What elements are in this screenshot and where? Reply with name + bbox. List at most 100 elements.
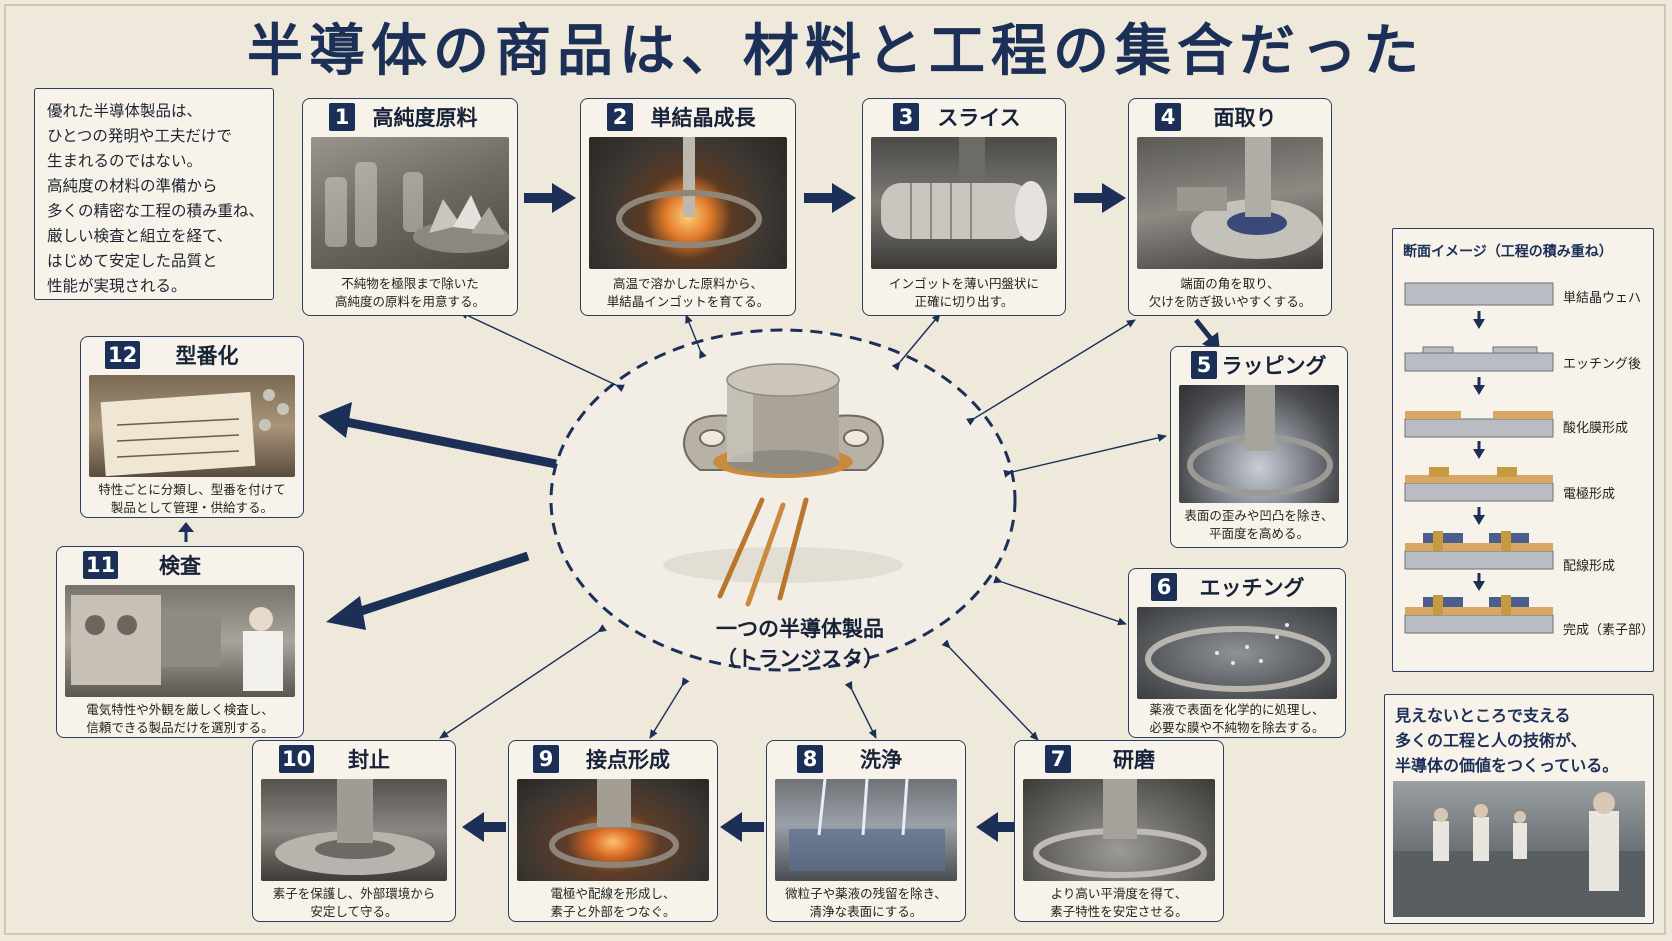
flow-arrow-1-2 [524, 183, 576, 213]
cross-section-diagram [1404, 282, 1554, 634]
step-caption: 素子を保護し、外部環境から 安定して守る。 [257, 885, 451, 921]
intro-line: 生まれるのではない。 [47, 152, 203, 170]
step-title: 検査 [159, 554, 201, 578]
step-title: 高純度原料 [372, 106, 478, 130]
step-number: 9 [533, 745, 559, 773]
step-caption: 特性ごとに分類し、型番を付けて 製品として管理・供給する。 [85, 481, 299, 517]
page-title: 半導体の商品は、材料と工程の集合だった [247, 19, 1425, 84]
flow-arrow-2-3 [804, 183, 856, 213]
caption-line: 薬液で表面を化学的に処理し、 [1149, 702, 1325, 717]
connector-9 [649, 677, 690, 739]
step-number: 7 [1045, 745, 1071, 773]
step-caption: 高温で溶かした原料から、 単結晶インゴットを育てる。 [585, 275, 791, 311]
step-title: 面取り [1213, 106, 1277, 130]
step-card-4: 4 面取り 端面の角を取り、 欠けを防ぎ扱いやすくする。 [1128, 98, 1332, 316]
flow-arrow-9-10 [462, 812, 506, 842]
step-caption: 端面の角を取り、 欠けを防ぎ扱いやすくする。 [1133, 275, 1327, 311]
step-caption: 微粒子や薬液の残留を除き、 清浄な表面にする。 [771, 885, 961, 921]
connector-4 [966, 319, 1136, 426]
intro-line: はじめて安定した品質と [47, 252, 218, 270]
step-caption: 表面の歪みや凹凸を除き、 平面度を高める。 [1175, 507, 1343, 543]
step-card-2: 2 単結晶成長 高温で溶かした原料から、 単結晶インゴットを育てる。 [580, 98, 796, 316]
step-image-inspection [65, 585, 295, 697]
step-image-model-numbering [89, 375, 295, 477]
connector-5 [1003, 433, 1167, 478]
step-number: 12 [105, 341, 141, 369]
center-label-line1: 一つの半導体製品 [716, 617, 884, 641]
cross-section-panel: 断面イメージ（工程の積み重ね） [1392, 228, 1654, 672]
step-caption: より高い平滑度を得て、 素子特性を安定させる。 [1019, 885, 1219, 921]
intro-line: 高純度の材料の準備から [47, 177, 218, 195]
message-line: 半導体の価値をつくっている。 [1395, 756, 1619, 775]
connector-8 [844, 681, 877, 739]
step-image-cleaning [775, 779, 957, 881]
intro-line: ひとつの発明や工夫だけで [47, 127, 232, 145]
step-title: ラッピング [1221, 354, 1327, 378]
step-title: エッチング [1199, 576, 1305, 600]
step-number: 4 [1155, 103, 1181, 131]
step-image-raw-material [311, 137, 509, 269]
step-title: 単結晶成長 [650, 106, 756, 130]
step-number: 6 [1151, 573, 1177, 601]
step-caption: 電極や配線を形成し、 素子と外部をつなぐ。 [513, 885, 713, 921]
thin-connectors [439, 311, 1167, 741]
caption-line: 電極や配線を形成し、 [550, 886, 676, 901]
step-image-polishing [1023, 779, 1215, 881]
step-title: 接点形成 [586, 748, 670, 772]
caption-line: 素子を保護し、外部環境から [272, 886, 436, 901]
step-card-1: 1 高純度原料 不純物を極限まで除いた 高純度の原料を用意する。 [302, 98, 518, 316]
caption-line: 平面度を高める。 [1208, 526, 1309, 541]
factory-photo [1393, 781, 1645, 917]
caption-line: 素子と外部をつなぐ。 [550, 904, 676, 919]
layer-label: 電極形成 [1563, 487, 1616, 502]
caption-line: 高純度の原料を用意する。 [334, 294, 485, 309]
step-number: 2 [607, 103, 633, 131]
center-label-line2: （トランジスタ） [716, 647, 884, 671]
intro-line: 多くの精密な工程の積み重ね、 [47, 202, 265, 220]
layer-label: 単結晶ウェハ [1563, 291, 1642, 306]
step-title: 洗浄 [860, 748, 902, 772]
step-card-5: 5 ラッピング 表面の歪みや凹凸を除き、 平面度を高める。 [1170, 346, 1348, 548]
step-number: 3 [893, 103, 919, 131]
connector-1 [459, 311, 625, 393]
caption-line: 電気特性や外観を厳しく検査し、 [86, 702, 274, 717]
caption-line: インゴットを薄い円盤状に [888, 276, 1039, 291]
step-card-12: 12 型番化 特性ごとに分類し、型番を付けて 製品として管理・供給する。 [80, 336, 304, 518]
flow-arrow-3-4 [1074, 183, 1126, 213]
caption-line: 素子特性を安定させる。 [1050, 904, 1188, 919]
step-card-9: 9 接点形成 電極や配線を形成し、 素子と外部をつなぐ。 [508, 740, 718, 922]
caption-line: 端面の角を取り、 [1180, 276, 1280, 291]
caption-line: 高温で溶かした原料から、 [612, 276, 763, 291]
caption-line: 微粒子や薬液の残留を除き、 [785, 886, 947, 901]
step-number: 10 [279, 745, 315, 773]
message-text: 見えないところで支える 多くの工程と人の技術が、 半導体の価値をつくっている。 [1395, 703, 1618, 778]
layer-label: 酸化膜形成 [1563, 421, 1629, 436]
message-line: 見えないところで支える [1395, 706, 1571, 725]
step-card-7: 7 研磨 より高い平滑度を得て、 素子特性を安定させる。 [1014, 740, 1224, 922]
transistor-illustration [663, 363, 903, 607]
caption-line: 正確に切り出す。 [914, 294, 1014, 309]
caption-line: 欠けを防ぎ扱いやすくする。 [1148, 294, 1312, 309]
step-caption: 薬液で表面を化学的に処理し、 必要な膜や不純物を除去する。 [1133, 701, 1341, 737]
step-number: 1 [329, 103, 355, 131]
step-title: 研磨 [1113, 748, 1155, 772]
connector-3 [891, 313, 941, 371]
step-card-3: 3 スライス インゴットを薄い円盤状に 正確に切り出す。 [862, 98, 1066, 316]
flow-arrow-8-9 [720, 812, 764, 842]
intro-line: 性能が実現される。 [47, 277, 187, 295]
layer-label: エッチング後 [1563, 357, 1642, 372]
step-image-slicing [871, 137, 1057, 269]
step-title: スライス [937, 106, 1021, 130]
step-image-etching [1137, 607, 1337, 699]
layer-label: 完成（素子部） [1563, 623, 1655, 638]
step-card-10: 10 封止 素子を保護し、外部環境から 安定して守る。 [252, 740, 456, 922]
message-panel: 見えないところで支える 多くの工程と人の技術が、 半導体の価値をつくっている。 [1384, 694, 1654, 924]
flow-arrow-11-12 [178, 522, 194, 542]
caption-line: 単結晶インゴットを育てる。 [606, 294, 770, 309]
layer-label: 配線形成 [1563, 559, 1616, 574]
caption-line: 清浄な表面にする。 [809, 904, 923, 919]
connector-2 [685, 314, 707, 359]
center-label: 一つの半導体製品 （トランジスタ） [540, 614, 1060, 674]
caption-line: 表面の歪みや凹凸を除き、 [1184, 508, 1334, 523]
caption-line: 安定して守る。 [310, 904, 398, 919]
